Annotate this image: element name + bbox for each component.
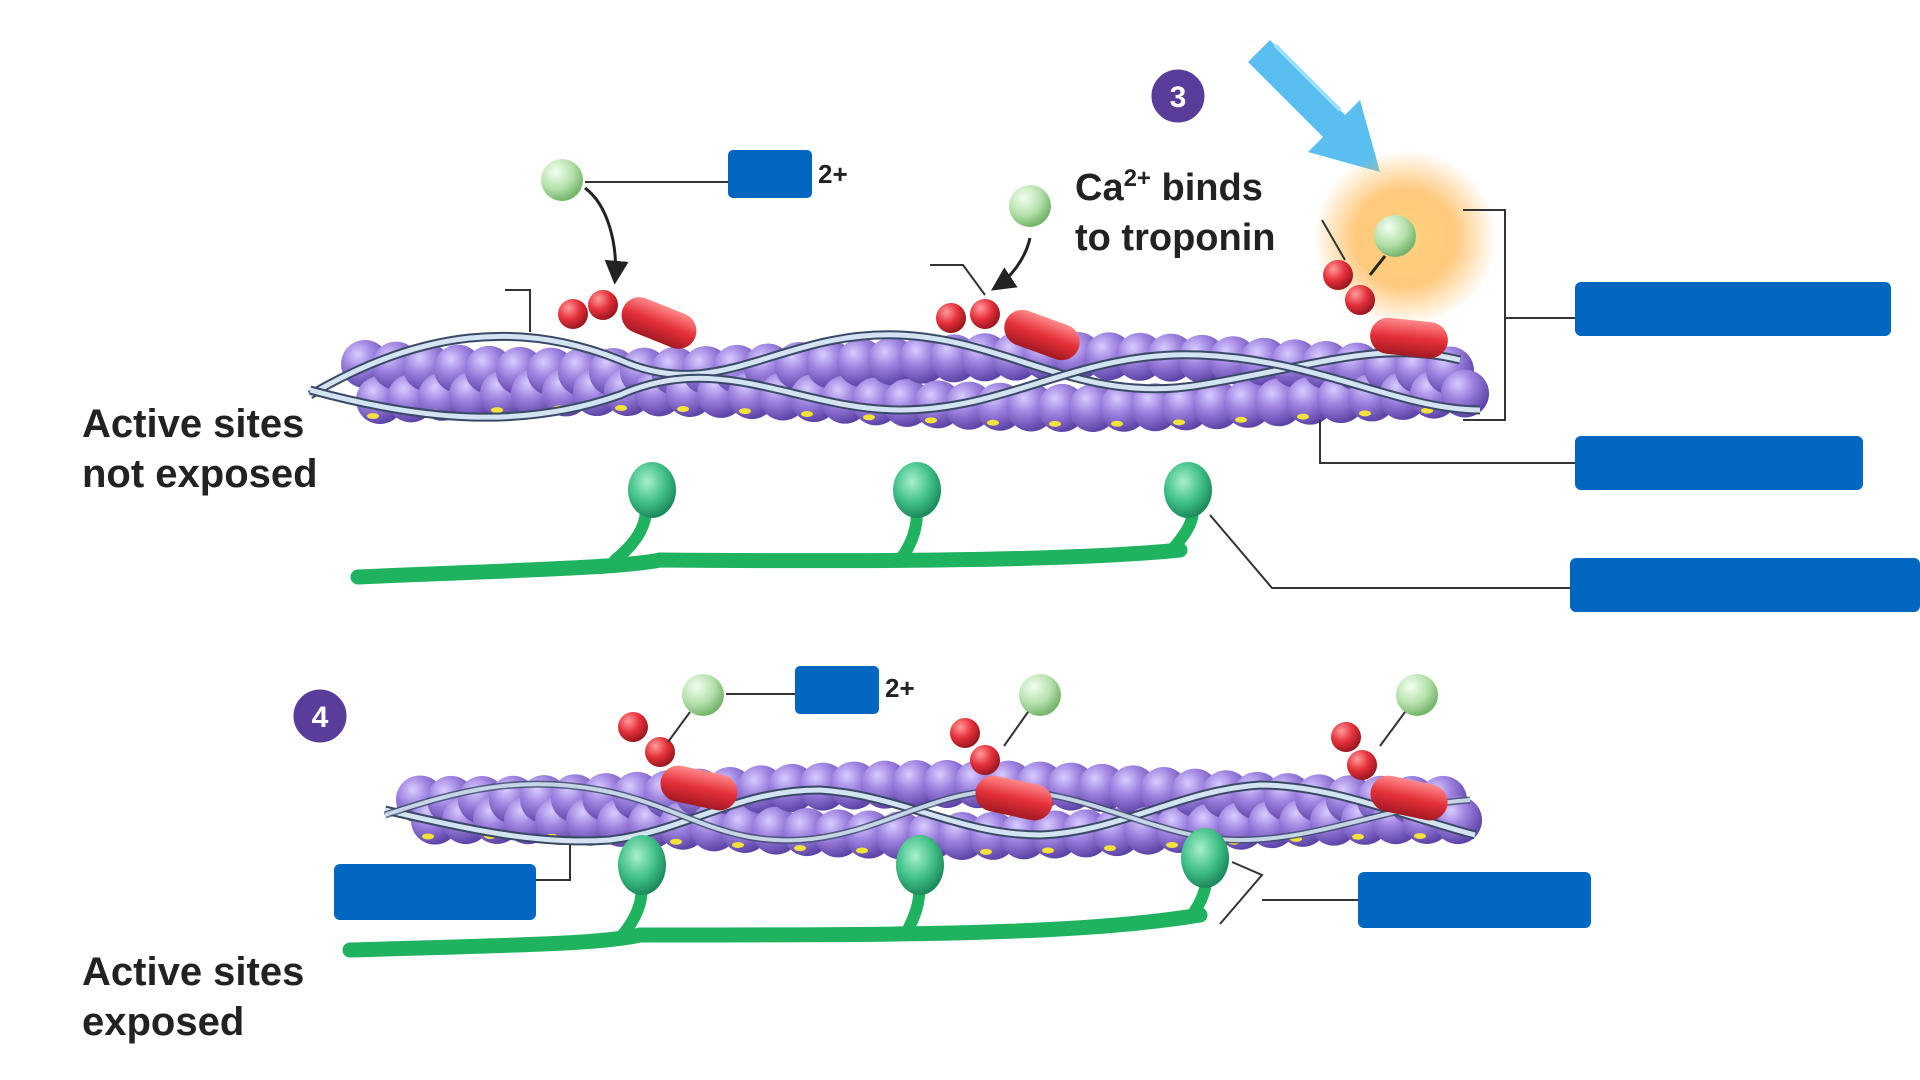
- binding-arrow-1: [584, 186, 629, 285]
- active-site-marker: [1414, 833, 1426, 840]
- active-site-marker: [739, 408, 751, 415]
- troponin-complex: [950, 718, 1053, 821]
- ca-binds-label: Ca2+ binds: [1075, 165, 1263, 209]
- calcium-ion-top-1: [541, 159, 583, 201]
- active-site-marker: [980, 848, 992, 855]
- top-panel: 3: [82, 40, 1920, 612]
- top-active-sites-label-line2: not exposed: [82, 452, 318, 496]
- active-site-marker: [732, 841, 744, 848]
- answer-box-calcium-bottom[interactable]: [795, 666, 879, 714]
- active-site-marker: [491, 407, 503, 414]
- active-site-marker: [987, 419, 999, 426]
- step-4-badge: 4: [290, 686, 350, 746]
- active-site-marker: [677, 405, 689, 412]
- active-site-marker: [801, 411, 813, 418]
- answer-box-active-site[interactable]: [334, 864, 536, 920]
- active-site-marker: [1173, 419, 1185, 426]
- troponin-complex: [558, 290, 697, 349]
- calcium-ion-bottom-1: [667, 674, 724, 743]
- active-site-marker: [367, 413, 379, 419]
- active-site-marker: [1049, 420, 1061, 427]
- charge-label-bottom: 2+: [885, 673, 915, 703]
- binding-arrow-2: [991, 237, 1032, 291]
- actin-filament-bottom: [396, 760, 1482, 860]
- active-site-marker: [794, 845, 806, 852]
- active-site-marker: [615, 405, 627, 412]
- myosin-head-bottom-3: [1181, 828, 1229, 888]
- active-site-marker: [925, 417, 937, 424]
- answer-box-cross-bridge[interactable]: [1358, 872, 1591, 928]
- calcium-ion-bottom-2: [1003, 674, 1061, 747]
- active-site-marker: [1352, 833, 1364, 840]
- charge-label-top: 2+: [818, 159, 848, 189]
- calcium-ion-top-2: [1009, 185, 1051, 227]
- troponin-top: [558, 260, 1448, 361]
- signal-arrow-icon: [1248, 40, 1380, 172]
- active-site-marker: [1166, 841, 1178, 848]
- tropomyosin-bottom: [383, 780, 1477, 846]
- bottom-active-sites-label-line1: Active sites: [82, 950, 304, 994]
- leader-lines-bottom: [536, 693, 1358, 925]
- active-site-marker: [1111, 420, 1123, 427]
- step-4-number: 4: [312, 701, 329, 734]
- active-site-marker: [1235, 416, 1247, 423]
- troponin-complex: [618, 712, 738, 811]
- bottom-active-sites-label-line2: exposed: [82, 1000, 244, 1044]
- answer-box-actin[interactable]: [1575, 436, 1863, 490]
- active-site-marker: [1359, 410, 1371, 417]
- active-site-marker: [1042, 847, 1054, 854]
- calcium-ion-bottom-3: [1379, 674, 1438, 747]
- troponin-complex: [1331, 722, 1448, 821]
- answer-box-calcium-top[interactable]: [728, 150, 812, 198]
- to-troponin-label: to troponin: [1075, 217, 1275, 259]
- active-site-marker: [1421, 407, 1433, 414]
- myosin-head-top-2: [893, 462, 941, 518]
- active-site-marker: [863, 414, 875, 421]
- step-3-badge: 3: [1148, 66, 1208, 126]
- myosin-filament-top: [350, 489, 1200, 585]
- top-active-sites-label-line1: Active sites: [82, 402, 304, 446]
- answer-box-thin-filament[interactable]: [1575, 282, 1891, 336]
- active-site-marker: [422, 833, 434, 840]
- myosin-head-bottom-2: [896, 835, 944, 895]
- answer-box-myosin-head[interactable]: [1570, 558, 1920, 612]
- tropomyosin-top: [307, 330, 1481, 422]
- calcium-ion-top-3: [1374, 215, 1416, 257]
- active-site-marker: [856, 847, 868, 854]
- active-site-marker: [1104, 845, 1116, 852]
- active-site-marker: [670, 838, 682, 845]
- troponin-bottom: [618, 712, 1448, 821]
- bottom-panel: 4: [82, 666, 1591, 1044]
- active-site-marker: [1297, 413, 1309, 420]
- leader-lines-top: [505, 181, 1575, 589]
- myosin-head-top-3: [1164, 462, 1212, 518]
- binding-line-3: [1368, 255, 1387, 276]
- myosin-head-bottom-1: [618, 835, 666, 895]
- troponin-complex: [936, 299, 1080, 361]
- myosin-head-top-1: [628, 462, 676, 518]
- step-3-number: 3: [1170, 81, 1187, 114]
- troponin-complex: [1323, 260, 1448, 359]
